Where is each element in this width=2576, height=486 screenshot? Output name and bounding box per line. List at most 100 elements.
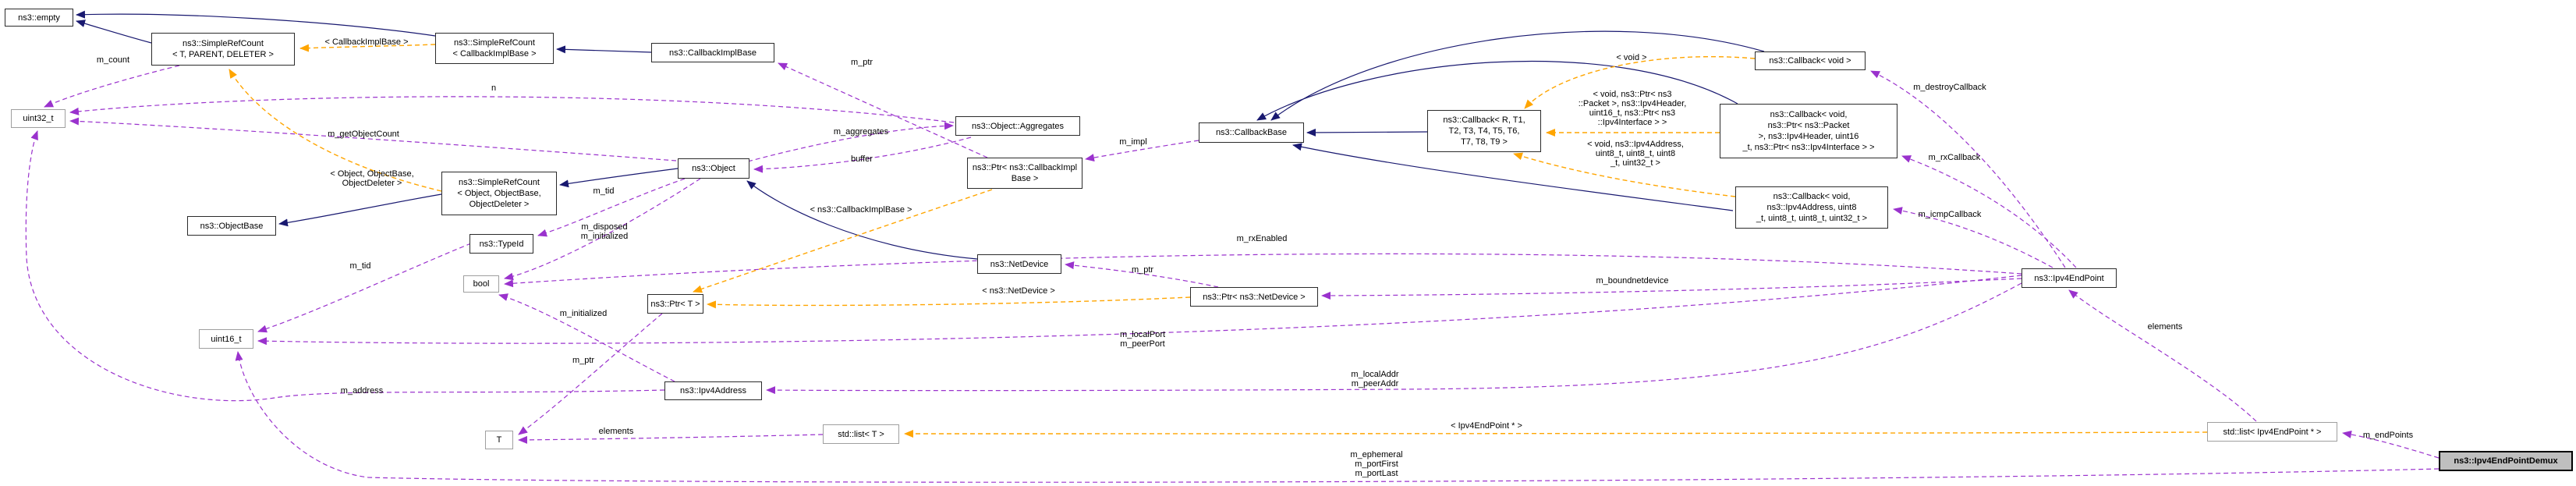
node-ipv4endpointdemux[interactable]: ns3::Ipv4EndPointDemux [2439, 451, 2573, 471]
node-netdevice[interactable]: ns3::NetDevice [977, 254, 1061, 274]
node-uint16-t-line: uint16_t [211, 334, 242, 344]
node-ipv4endpoint[interactable]: ns3::Ipv4EndPoint [2021, 268, 2117, 288]
edge-use-n [69, 96, 955, 123]
edge-tmpl-ipv4endpoint [904, 429, 2208, 438]
node-bool-line: bool [473, 279, 490, 289]
edge-use-elements-endpoint [2068, 289, 2257, 422]
node-uint32-t[interactable]: uint32_t [11, 109, 66, 128]
node-ptr-t[interactable]: ns3::Ptr< T > [647, 294, 703, 314]
node-object-line: ns3::Object [692, 164, 735, 173]
node-empty-line: ns3::empty [18, 12, 60, 23]
edge-use-mptr-netdevice [1065, 261, 1219, 288]
node-simplerefcount-object-line: ns3::SimpleRefCount [459, 178, 540, 187]
edge-use-mtid-typeid [257, 243, 472, 333]
edge-use-ephemeral [235, 351, 2440, 483]
node-callback-void-line: ns3::Callback< void > [1769, 56, 1851, 66]
edge-inherit-cbicmp-callbackbase [1292, 143, 1734, 211]
edge-tmpl-callbackimplbase [299, 44, 436, 52]
node-callback-icmp[interactable]: ns3::Callback< void,ns3::Ipv4Address, ui… [1735, 186, 1888, 229]
node-simplerefcount-callbackimplbase-line: < CallbackImplBase > [452, 49, 537, 59]
node-callback-void[interactable]: ns3::Callback< void > [1755, 51, 1866, 70]
node-callback-packet[interactable]: ns3::Callback< void,ns3::Ptr< ns3::Packe… [1720, 104, 1897, 158]
node-simplerefcount-t-line: ns3::SimpleRefCount [182, 39, 264, 48]
edge-tmpl-object [229, 69, 442, 192]
node-simplerefcount-object-line: ObjectDeleter > [469, 200, 530, 209]
node-ipv4endpoint-line: ns3::Ipv4EndPoint [2034, 273, 2104, 283]
edge-inherit-srcobj-objectbase [278, 193, 442, 227]
node-callbackbase[interactable]: ns3::CallbackBase [1199, 122, 1304, 143]
edge-inherit-cib-srccib [556, 45, 652, 54]
edge-use-maddress [25, 130, 665, 402]
node-list-t[interactable]: std::list< T > [823, 424, 899, 444]
node-callback-packet-line: >, ns3::Ipv4Header, uint16 [1758, 132, 1859, 141]
node-callbackimplbase[interactable]: ns3::CallbackImplBase [651, 43, 774, 62]
edge-inherit-cbvoid-callbackbase [1270, 30, 1765, 121]
node-object[interactable]: ns3::Object [678, 158, 749, 179]
edge-inherit-object-srcobj [559, 168, 679, 188]
edge-inherit-netdevice-object [746, 180, 978, 260]
node-callback-packet-line: ns3::Callback< void, [1770, 110, 1848, 119]
edge-use-mptr-impl [778, 62, 988, 158]
node-ipv4endpointdemux-line: ns3::Ipv4EndPointDemux [2454, 456, 2558, 466]
edge-tmpl-netdevice [707, 296, 1191, 309]
node-callback-icmp-line: ns3::Callback< void, [1773, 192, 1851, 201]
node-uint16-t[interactable]: uint16_t [199, 329, 253, 349]
edge-tmpl-icmp [1513, 152, 1736, 197]
edge-use-localaddr [766, 282, 2022, 395]
node-ptr-netdevice[interactable]: ns3::Ptr< ns3::NetDevice > [1190, 287, 1318, 307]
node-typeid-line: ns3::TypeId [479, 239, 524, 249]
node-list-t-line: std::list< T > [838, 429, 884, 439]
node-callback-r-line: T2, T3, T4, T5, T6, [1448, 126, 1520, 136]
node-list-ipv4endpoint[interactable]: std::list< Ipv4EndPoint * > [2207, 422, 2337, 442]
edge-use-minitialized [498, 293, 675, 382]
edge-use-buffer [753, 137, 972, 173]
node-callbackbase-line: ns3::CallbackBase [1215, 128, 1288, 137]
edge-use-localport [257, 275, 2022, 346]
node-typeid[interactable]: ns3::TypeId [469, 234, 533, 254]
node-ptr-callbackimplbase-line: ns3::Ptr< ns3::CallbackImpl [972, 163, 1078, 172]
edge-use-endpoints [2342, 430, 2440, 459]
node-ptr-t-line: ns3::Ptr< T > [650, 299, 700, 309]
edge-use-mdisposed [504, 178, 701, 281]
node-objectbase[interactable]: ns3::ObjectBase [187, 216, 276, 236]
node-callback-packet-line: _t, ns3::Ptr< ns3::Ipv4Interface > > [1742, 143, 1875, 152]
edge-use-mimpl [1085, 140, 1199, 161]
node-ipv4address[interactable]: ns3::Ipv4Address [664, 381, 762, 400]
node-simplerefcount-t[interactable]: ns3::SimpleRefCount< T, PARENT, DELETER … [151, 33, 295, 66]
node-ptr-callbackimplbase-line: Base > [1011, 174, 1039, 183]
node-ptr-netdevice-line: ns3::Ptr< ns3::NetDevice > [1203, 292, 1306, 302]
node-object-aggregates[interactable]: ns3::Object::Aggregates [955, 116, 1080, 136]
node-object-aggregates-line: ns3::Object::Aggregates [971, 121, 1064, 131]
node-simplerefcount-t-line: < T, PARENT, DELETER > [172, 50, 274, 59]
node-callback-icmp-line: _t, uint8_t, uint8_t, uint32_t > [1756, 214, 1868, 223]
node-simplerefcount-object-line: < Object, ObjectBase, [457, 189, 541, 198]
node-simplerefcount-callbackimplbase[interactable]: ns3::SimpleRefCount< CallbackImplBase > [435, 33, 554, 64]
edge-use-icmpcallback [1893, 207, 2053, 268]
edge-use-destroycallback [1870, 70, 2066, 268]
edge-use-boundnetdevice [1321, 278, 2022, 300]
node-t[interactable]: T [485, 431, 513, 449]
node-callback-r-line: T7, T8, T9 > [1461, 137, 1508, 147]
node-bool[interactable]: bool [463, 275, 499, 293]
node-callback-r[interactable]: ns3::Callback< R, T1,T2, T3, T4, T5, T6,… [1427, 110, 1541, 152]
edge-use-mcount [44, 65, 180, 108]
node-callback-r-line: ns3::Callback< R, T1, [1443, 115, 1525, 125]
edge-use-elements-t [518, 434, 824, 444]
edge-use-mptr-t [518, 313, 663, 435]
node-empty[interactable]: ns3::empty [5, 9, 73, 27]
node-callbackimplbase-line: ns3::CallbackImplBase [669, 48, 757, 58]
edge-inherit-srccib-empty [76, 10, 436, 37]
edge-use-rxenabled [504, 253, 2022, 288]
node-simplerefcount-object[interactable]: ns3::SimpleRefCount< Object, ObjectBase,… [441, 172, 557, 215]
node-callback-packet-line: ns3::Ptr< ns3::Packet [1767, 121, 1850, 130]
edge-use-rxcallback [1901, 155, 2077, 268]
node-t-line: T [496, 435, 502, 445]
edge-tmpl-callbackimplbase-ptr [693, 189, 993, 293]
edge-use-getobjectcount [69, 117, 677, 161]
edge-use-mtid-object [537, 178, 686, 237]
node-list-ipv4endpoint-line: std::list< Ipv4EndPoint * > [2223, 427, 2322, 437]
